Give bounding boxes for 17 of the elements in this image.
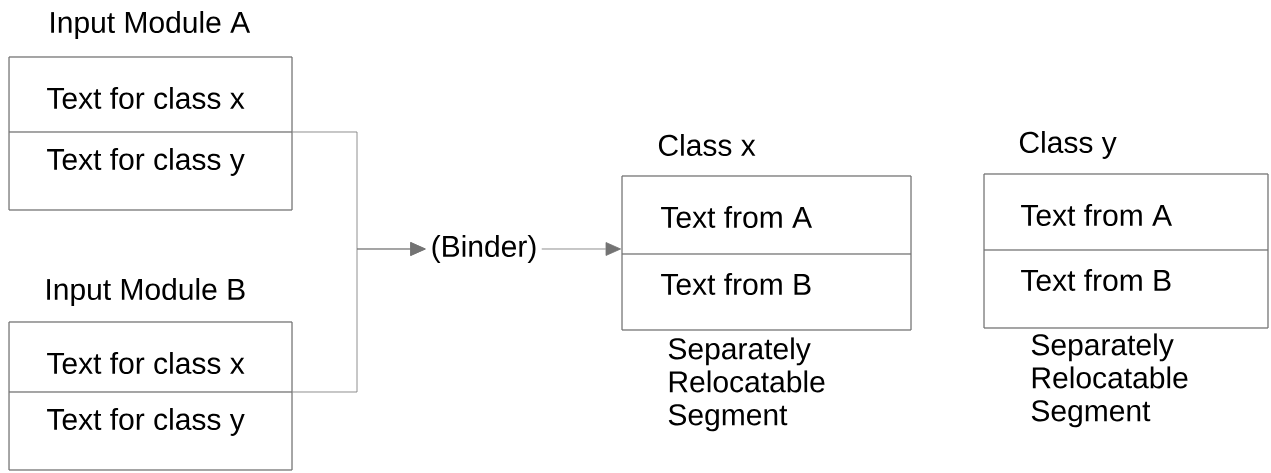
node-label: Class y (1019, 131, 1117, 159)
caption-text: Separately Relocatable Segment (668, 337, 825, 432)
section-box: Text for class y (8, 391, 293, 471)
section-box: Text from B (983, 249, 1269, 329)
section-box: Text for class y (8, 131, 293, 211)
node-label: Input Module A (51, 11, 251, 39)
bare-label: (Binder) (432, 235, 536, 263)
section-box: Text for class x (8, 321, 293, 393)
section-box: Text for class x (8, 56, 293, 133)
section-box: Text from A (621, 175, 912, 255)
arrow (292, 242, 426, 393)
section-box: Text from B (621, 253, 912, 331)
section-box: Text from A (983, 173, 1269, 251)
node-label: Input Module B (47, 278, 245, 306)
caption-text: Separately Relocatable Segment (1031, 333, 1188, 428)
node-label: Class x (658, 133, 756, 157)
arrow (541, 242, 621, 256)
